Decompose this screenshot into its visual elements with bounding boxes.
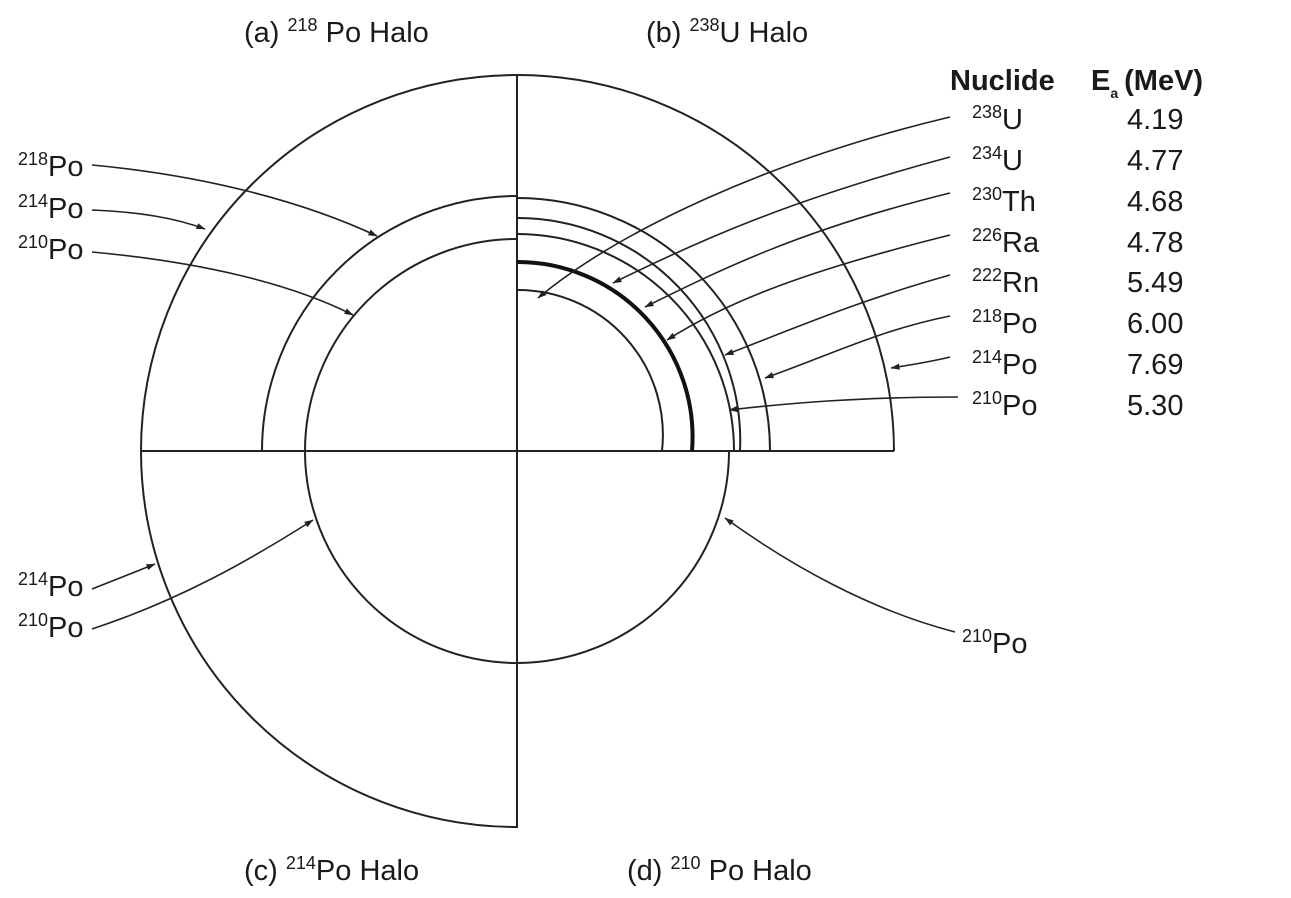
table-header-energy: Ea(MeV) xyxy=(1091,65,1203,101)
label-a-210po: 210Po xyxy=(18,232,84,266)
nuclide-table: Nuclide Ea(MeV) 238U 4.19 234U 4.77 230T… xyxy=(950,65,1203,422)
ring-b-222rn xyxy=(516,216,742,452)
arrow-c-214po xyxy=(91,563,156,590)
table-row-nuclide: 214Po xyxy=(972,347,1038,381)
leader-arrow-226ra xyxy=(666,234,951,341)
table-row-energy: 7.69 xyxy=(1127,349,1183,381)
ring-b-210po xyxy=(516,233,735,452)
table-row-nuclide: 230Th xyxy=(972,184,1036,218)
halo-a-labels: 218Po 214Po 210Po xyxy=(18,149,378,316)
label-a-218po: 218Po xyxy=(18,149,84,183)
table-row-nuclide: 218Po xyxy=(972,306,1038,340)
table-row-energy: 4.78 xyxy=(1127,227,1183,259)
halo-238u-rings xyxy=(516,74,895,452)
label-a-214po: 214Po xyxy=(18,191,84,225)
table-row-energy: 5.30 xyxy=(1127,390,1183,422)
arrow-a-218po xyxy=(91,164,378,237)
table-leader-arrows xyxy=(537,116,959,413)
table-row-nuclide: 238U xyxy=(972,102,1023,136)
arrow-d-210po xyxy=(724,517,956,633)
ring-a-214po xyxy=(140,74,518,452)
arrow-a-210po xyxy=(91,251,354,316)
ring-d-210po xyxy=(516,450,730,664)
halo-210po-rings xyxy=(516,450,730,664)
halo-218po-rings xyxy=(140,74,518,452)
ring-c-214po xyxy=(140,450,518,828)
table-row-energy: 6.00 xyxy=(1127,308,1183,340)
table-row-nuclide: 222Rn xyxy=(972,265,1039,299)
table-row-energy: 5.49 xyxy=(1127,267,1183,299)
ring-b-218po xyxy=(516,197,771,452)
label-c-210po: 210Po xyxy=(18,610,84,644)
arrow-a-214po xyxy=(91,209,206,230)
panel-title-d: (d) 210 Po Halo xyxy=(627,853,812,887)
ring-a-218po xyxy=(261,195,518,452)
halo-214po-rings xyxy=(140,450,518,828)
ring-c-210po xyxy=(304,450,518,664)
panel-title-a: (a) 218 Po Halo xyxy=(244,15,429,49)
table-row-energy: 4.19 xyxy=(1127,104,1183,136)
leader-arrow-218po xyxy=(764,315,951,379)
table-row-nuclide: 226Ra xyxy=(972,225,1040,259)
leader-arrow-234u xyxy=(612,156,951,284)
leader-arrow-210po xyxy=(728,396,959,413)
table-row-energy: 4.68 xyxy=(1127,186,1183,218)
ring-a-210po xyxy=(304,238,518,452)
table-row-nuclide: 210Po xyxy=(972,388,1038,422)
panel-title-c: (c) 214Po Halo xyxy=(244,853,419,887)
leader-arrow-222rn xyxy=(724,274,951,356)
leader-arrow-230th xyxy=(644,192,951,308)
halo-c-labels: 214Po 210Po xyxy=(18,519,314,644)
ring-b-238u xyxy=(516,288,664,452)
leader-arrow-238u xyxy=(537,116,951,299)
ring-b-214po xyxy=(516,74,895,452)
label-d-210po: 210Po xyxy=(962,626,1028,660)
table-header-nuclide: Nuclide xyxy=(950,65,1055,97)
label-c-214po: 214Po xyxy=(18,569,84,603)
ring-b-uranium-group xyxy=(516,259,695,452)
halo-d-labels: 210Po xyxy=(724,517,1028,660)
table-row-energy: 4.77 xyxy=(1127,145,1183,177)
arrow-c-210po xyxy=(91,519,314,630)
table-row-nuclide: 234U xyxy=(972,143,1023,177)
leader-arrow-214po xyxy=(890,356,951,370)
panel-title-b: (b) 238U Halo xyxy=(646,15,808,49)
